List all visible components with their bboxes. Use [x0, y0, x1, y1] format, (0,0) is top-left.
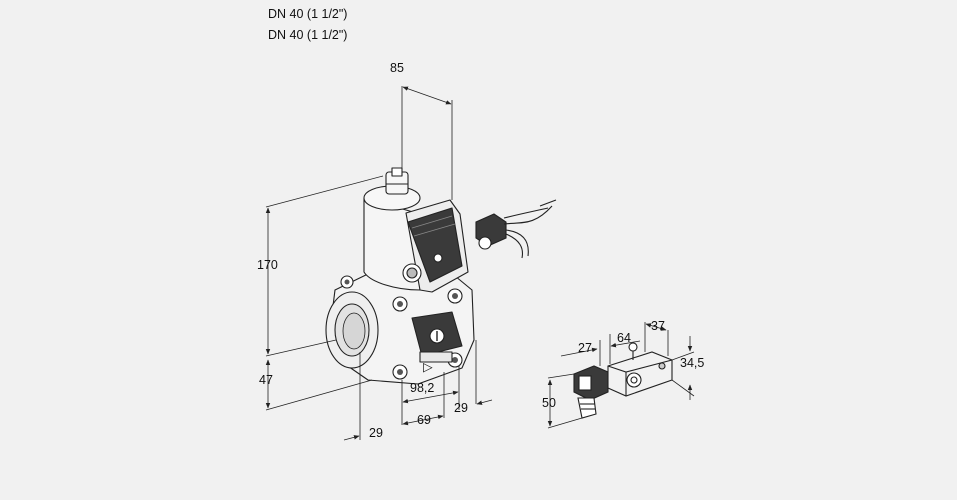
dim-98-2: 98,2 [410, 381, 434, 395]
dim-69: 69 [417, 413, 431, 427]
dim-47: 47 [259, 373, 273, 387]
dim-50: 50 [542, 396, 556, 410]
valve-drawing: ▷ [325, 167, 475, 385]
dim-37: 37 [651, 319, 665, 333]
dim-85: 85 [390, 61, 404, 75]
connector-body [607, 351, 673, 397]
cable-connector [475, 199, 557, 259]
connector-dimension-lines [547, 322, 695, 429]
dim-27: 27 [578, 341, 592, 355]
svg-text:▷: ▷ [423, 360, 433, 374]
dim-29-right: 29 [454, 401, 468, 415]
dim-29-left: 29 [369, 426, 383, 440]
header-line-1: DN 40 (1 1/2") [268, 7, 348, 21]
dim-34-5: 34,5 [680, 356, 704, 370]
coil-indicator [433, 253, 443, 263]
dim-170: 170 [257, 258, 278, 272]
dimension-lines [265, 86, 493, 441]
coil-panel [407, 207, 463, 283]
connector-view [573, 342, 673, 419]
dim-64: 64 [617, 331, 631, 345]
header-line-2: DN 40 (1 1/2") [268, 28, 348, 42]
